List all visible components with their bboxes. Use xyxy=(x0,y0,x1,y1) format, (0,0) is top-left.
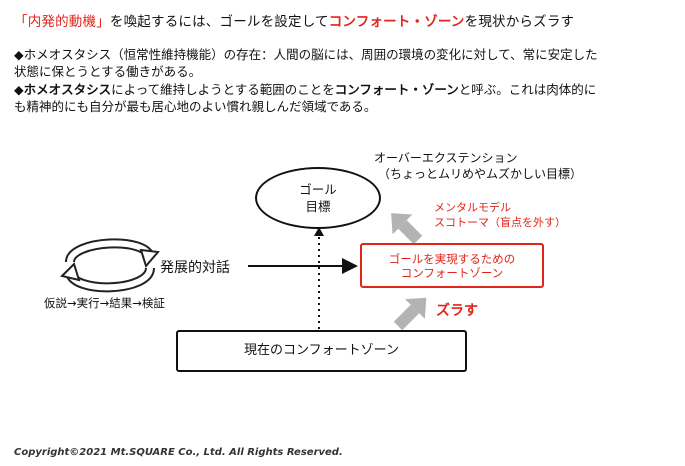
goal-comfort-zone-box: ゴールを実現するための コンフォートゾーン xyxy=(360,243,544,288)
dialogue-label: 発展的対話 xyxy=(160,260,230,276)
scotoma-text: スコトーマ（盲点を外す） xyxy=(434,216,566,229)
comfort-zone-line1: ◆ホメオスタシスによって維持しようとする範囲のことをコンフォート・ゾーンと呼ぶ。… xyxy=(14,81,679,98)
cycle-label: 仮説→実行→結果→検証 xyxy=(44,296,165,310)
cycle-icon xyxy=(60,238,160,293)
comfort-zone-text: によって維持しようとする範囲のことを xyxy=(111,82,335,97)
homeostasis-term: ◆ホメオスタシス xyxy=(14,82,112,97)
comfort-zone-text-end: と呼ぶ。これは肉体的に xyxy=(458,82,597,97)
copyright-footer: Copyright©2021 Mt.SQUARE Co., Ltd. All R… xyxy=(14,447,343,458)
goal-comfort-zone-line2: コンフォートゾーン xyxy=(400,265,504,280)
overextension-title: オーバーエクステンション xyxy=(374,151,518,165)
page-title: 「内発的動機」を喚起するには、ゴールを設定してコンフォート・ゾーンを現状からズラ… xyxy=(14,10,574,30)
goal-node: ゴール 目標 xyxy=(255,167,381,229)
homeostasis-line2: 状態に保とうとする働きがある。 xyxy=(14,64,202,79)
dotted-arrowhead xyxy=(314,227,324,236)
title-highlight-comfort-zone: コンフォート・ゾーン xyxy=(328,14,465,30)
mental-model-label: メンタルモデル スコトーマ（盲点を外す） xyxy=(434,200,566,230)
comfort-zone-term: コンフォート・ゾーン xyxy=(334,82,459,97)
goal-sublabel: 目標 xyxy=(305,199,331,214)
current-comfort-zone-box: 現在のコンフォートゾーン xyxy=(176,330,467,372)
overextension-label: オーバーエクステンション （ちょっとムリめやムズかしい目標） xyxy=(374,150,582,182)
shift-label: ズラす xyxy=(436,303,478,319)
title-text-end: を現状からズラす xyxy=(464,14,575,30)
goal-comfort-zone-line1: ゴールを実現するための xyxy=(388,251,516,266)
mental-model-title: メンタルモデル xyxy=(434,201,511,214)
goal-label: ゴール xyxy=(299,182,337,197)
homeostasis-paragraph: ◆ホメオスタシス（恒常性維持機能）の存在：人間の脳には、周囲の環境の変化に対して… xyxy=(14,46,679,80)
comfort-zone-line2: も精神的にも自分が最も居心地のよい慣れ親しんだ領域である。 xyxy=(14,99,377,114)
title-text: を喚起するには、ゴールを設定して xyxy=(109,14,329,30)
gray-arrow-lower xyxy=(393,297,427,331)
overextension-subtitle: （ちょっとムリめやムズかしい目標） xyxy=(378,167,583,181)
comfort-zone-paragraph: ◆ホメオスタシスによって維持しようとする範囲のことをコンフォート・ゾーンと呼ぶ。… xyxy=(14,81,679,115)
gray-arrow-upper xyxy=(391,213,423,245)
title-highlight-motivation: 「内発的動機」 xyxy=(14,14,110,30)
homeostasis-line1: ◆ホメオスタシス（恒常性維持機能）の存在：人間の脳には、周囲の環境の変化に対して… xyxy=(14,47,598,62)
